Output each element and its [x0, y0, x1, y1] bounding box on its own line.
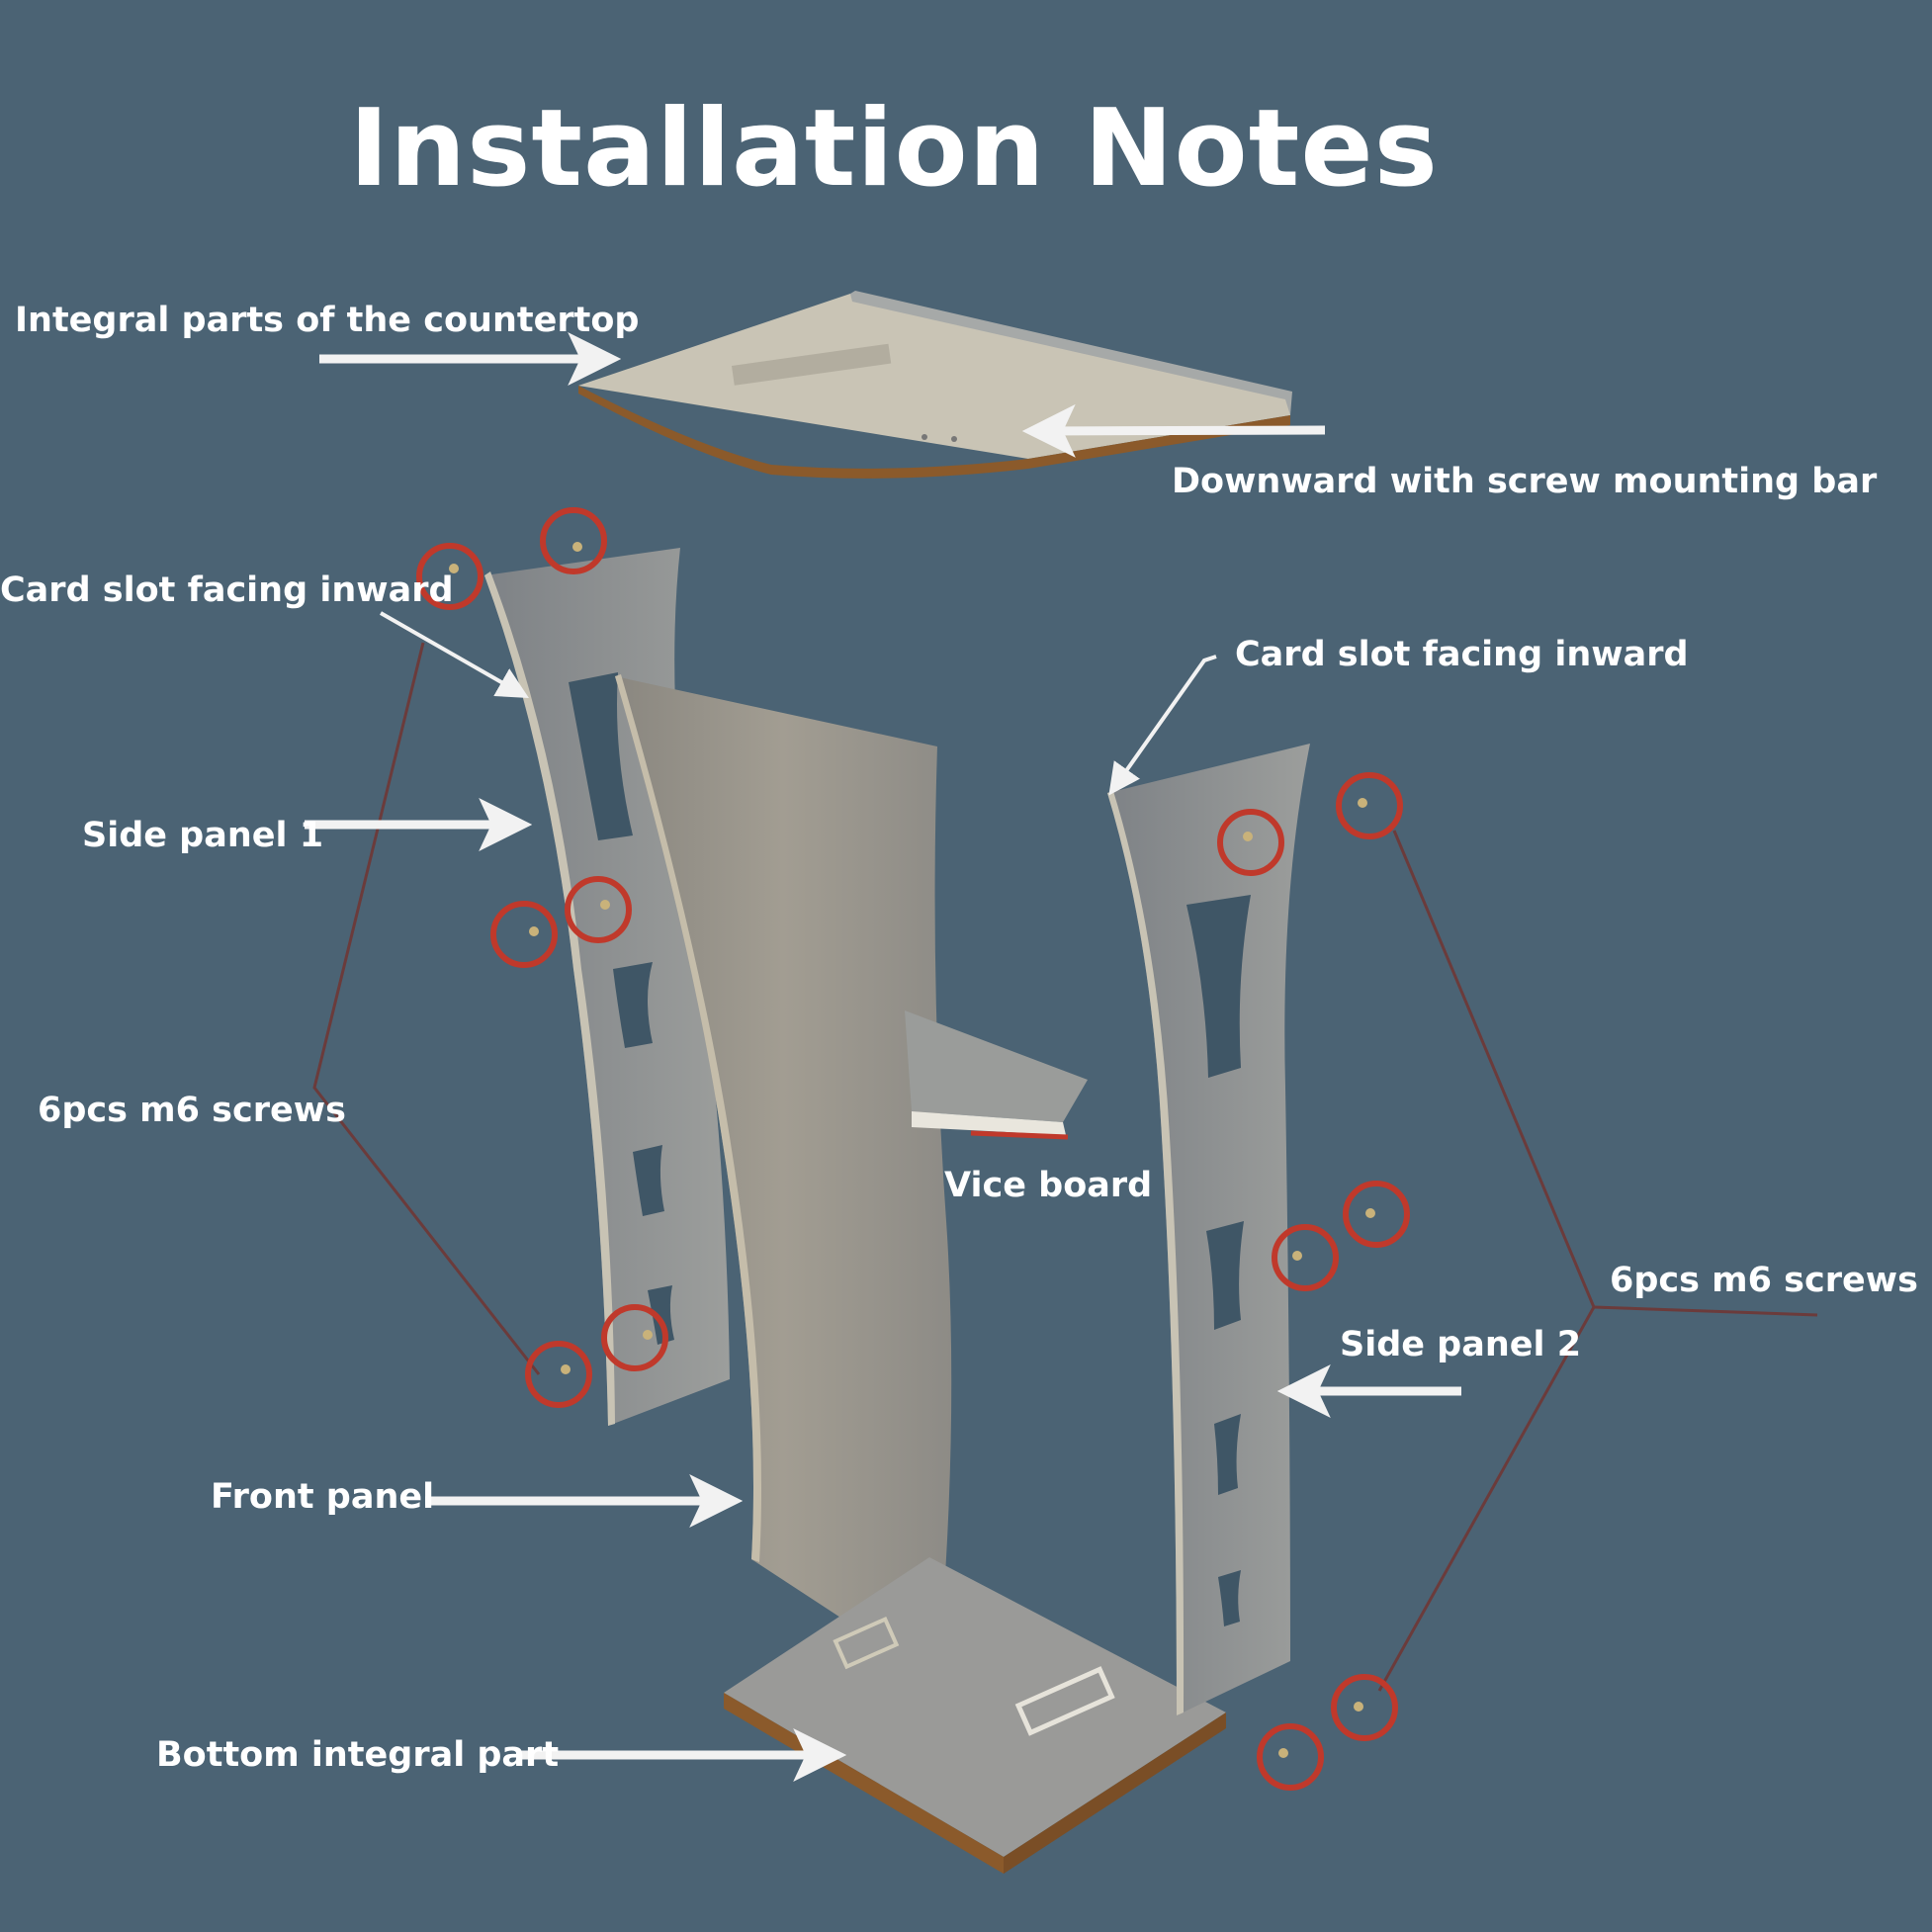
page-title: Installation Notes — [349, 87, 1439, 211]
screw-circle — [416, 543, 483, 610]
screw-leader-lines — [312, 642, 1818, 1692]
vice-board-shape — [905, 1010, 1088, 1140]
label-screw-mounting-bar: Downward with screw mounting bar — [1172, 462, 1878, 501]
side-panel-1-shape — [484, 548, 730, 1426]
label-card-slot-left: Card slot facing inward — [0, 571, 454, 610]
label-card-slot-right: Card slot facing inward — [1235, 635, 1689, 674]
screw-circle — [1217, 809, 1284, 876]
screw-bar-arrow — [1021, 403, 1326, 458]
front-panel-shape — [615, 674, 952, 1681]
screw-circle — [1272, 1224, 1339, 1291]
label-side-panel-2: Side panel 2 — [1340, 1325, 1582, 1364]
screw-circle — [490, 901, 558, 968]
side-panel-2-shape — [1107, 744, 1310, 1715]
screw-circle — [565, 876, 632, 943]
countertop-part — [578, 291, 1292, 479]
screw-circle — [1336, 772, 1403, 839]
screw-circle — [540, 507, 607, 574]
label-screws-left: 6pcs m6 screws — [38, 1091, 346, 1130]
card-slot-right-arrow — [1108, 655, 1217, 796]
screw-circle — [1257, 1723, 1324, 1791]
label-vice-board: Vice board — [944, 1166, 1153, 1205]
card-slot-left-arrow — [380, 611, 529, 698]
label-side-panel-1: Side panel 1 — [82, 816, 324, 855]
screw-circle — [1331, 1674, 1398, 1741]
screw-circle — [1343, 1181, 1410, 1248]
screw-circle — [601, 1304, 668, 1371]
label-screws-right: 6pcs m6 screws — [1610, 1261, 1918, 1300]
screw-circle — [525, 1341, 592, 1408]
label-countertop: Integral parts of the countertop — [15, 301, 640, 340]
label-bottom-integral-part: Bottom integral part — [156, 1735, 560, 1775]
callout-arrows — [305, 332, 1461, 1782]
bottom-part-shape — [724, 1557, 1226, 1874]
label-front-panel: Front panel — [211, 1477, 435, 1517]
screw-markers — [416, 507, 1410, 1791]
